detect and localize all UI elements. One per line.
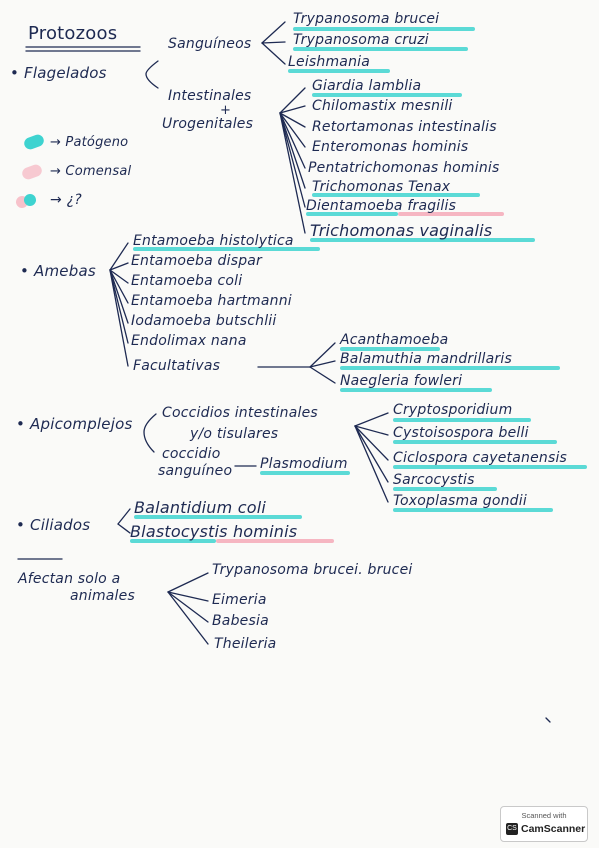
- organism-item: Pentatrichomonas hominis: [308, 160, 500, 176]
- highlight-patogeno: [260, 471, 350, 475]
- highlight-patogeno: [134, 515, 302, 519]
- scanner-label: Scanned with: [521, 811, 567, 820]
- highlight-comensal: [216, 539, 334, 543]
- organism-item: Iodamoeba butschlii: [131, 313, 277, 329]
- organism-item: Trypanosoma cruzi: [293, 32, 429, 48]
- highlight-patogeno: [130, 539, 216, 543]
- organism-item: Giardia lamblia: [312, 78, 422, 94]
- subgroup-coccidio-sanguineo-line2: sanguíneo: [158, 463, 233, 479]
- highlight-patogeno: [393, 440, 557, 444]
- group-amebas: • Amebas: [20, 262, 96, 280]
- organism-item: Sarcocystis: [393, 472, 475, 488]
- subgroup-facultativas: Facultativas: [133, 358, 221, 374]
- highlight-patogeno: [310, 238, 535, 242]
- highlight-patogeno: [393, 418, 531, 422]
- organism-item: Trichomonas vaginalis: [310, 221, 493, 240]
- organism-item: Cystoisospora belli: [393, 425, 529, 441]
- organism-item: Endolimax nana: [131, 333, 247, 349]
- legend-unknown: → ¿?: [50, 192, 82, 208]
- organism-item: Acanthamoeba: [340, 332, 449, 348]
- organism-item: Trypanosoma brucei: [293, 11, 440, 27]
- highlight-patogeno: [393, 465, 587, 469]
- organism-item: Enteromonas hominis: [312, 139, 469, 155]
- organism-item: Babesia: [212, 613, 269, 629]
- organism-item: Naegleria fowleri: [340, 373, 463, 389]
- organism-item: Balamuthia mandrillaris: [340, 351, 512, 367]
- organism-item: Toxoplasma gondii: [393, 493, 527, 509]
- organism-item: Trichomonas Tenax: [312, 179, 451, 195]
- organism-item: Ciclospora cayetanensis: [393, 450, 568, 466]
- organism-item: Cryptosporidium: [393, 402, 513, 418]
- highlight-patogeno: [312, 93, 462, 97]
- highlight-patogeno: [133, 247, 320, 251]
- organism-item: Entamoeba coli: [131, 273, 243, 289]
- organism-item: Blastocystis hominis: [130, 522, 298, 541]
- legend-patogeno: → Patógeno: [50, 135, 129, 150]
- group-animales: Afectan solo a: [18, 571, 121, 587]
- highlight-patogeno: [393, 487, 497, 491]
- subgroup-coccidios: Coccidios intestinales: [162, 405, 318, 421]
- organism-item: Balantidium coli: [134, 498, 266, 517]
- group-flagelados: • Flagelados: [10, 64, 107, 82]
- organism-item: Chilomastix mesnili: [312, 98, 453, 114]
- highlight-patogeno: [312, 193, 480, 197]
- group-ciliados: • Ciliados: [16, 516, 91, 534]
- organism-item: Retortamonas intestinalis: [312, 119, 497, 135]
- organism-item: Leishmania: [288, 54, 371, 70]
- highlight-patogeno: [340, 388, 492, 392]
- legend-comensal: → Comensal: [50, 164, 132, 179]
- scanner-badge: Scanned with CS CamScanner: [500, 806, 588, 842]
- group-apicomplejos: • Apicomplejos: [16, 415, 133, 433]
- subgroup-coccidio-sanguineo: coccidio: [162, 446, 221, 462]
- organism-item: Theileria: [214, 636, 277, 652]
- camscanner-icon: CS: [506, 823, 518, 835]
- highlight-patogeno: [340, 366, 560, 370]
- highlight-patogeno: [288, 69, 390, 73]
- subgroup-urogenitales: Urogenitales: [162, 116, 254, 132]
- plus-sign: +: [220, 103, 232, 118]
- organism-item: Entamoeba hartmanni: [131, 293, 292, 309]
- highlight-comensal: [398, 212, 504, 216]
- organism-item: Plasmodium: [260, 456, 348, 472]
- subgroup-sanguineos: Sanguíneos: [168, 36, 252, 52]
- highlight-patogeno: [340, 347, 440, 351]
- organism-item: Eimeria: [212, 592, 267, 608]
- highlight-patogeno: [306, 212, 398, 216]
- highlight-patogeno: [393, 508, 553, 512]
- organism-item: Entamoeba histolytica: [133, 233, 294, 249]
- organism-item: Dientamoeba fragilis: [306, 198, 457, 214]
- subgroup-coccidios-line2: y/o tisulares: [190, 426, 279, 442]
- organism-item: Trypanosoma brucei. brucei: [212, 562, 413, 578]
- subgroup-intestinales: Intestinales: [168, 88, 252, 104]
- organism-item: Entamoeba dispar: [131, 253, 263, 269]
- scanner-brand: CamScanner: [521, 823, 586, 835]
- highlight-patogeno: [293, 47, 468, 51]
- group-animales-line2: animales: [70, 588, 135, 604]
- page-title: Protozoos: [28, 23, 118, 44]
- highlight-patogeno: [293, 27, 475, 31]
